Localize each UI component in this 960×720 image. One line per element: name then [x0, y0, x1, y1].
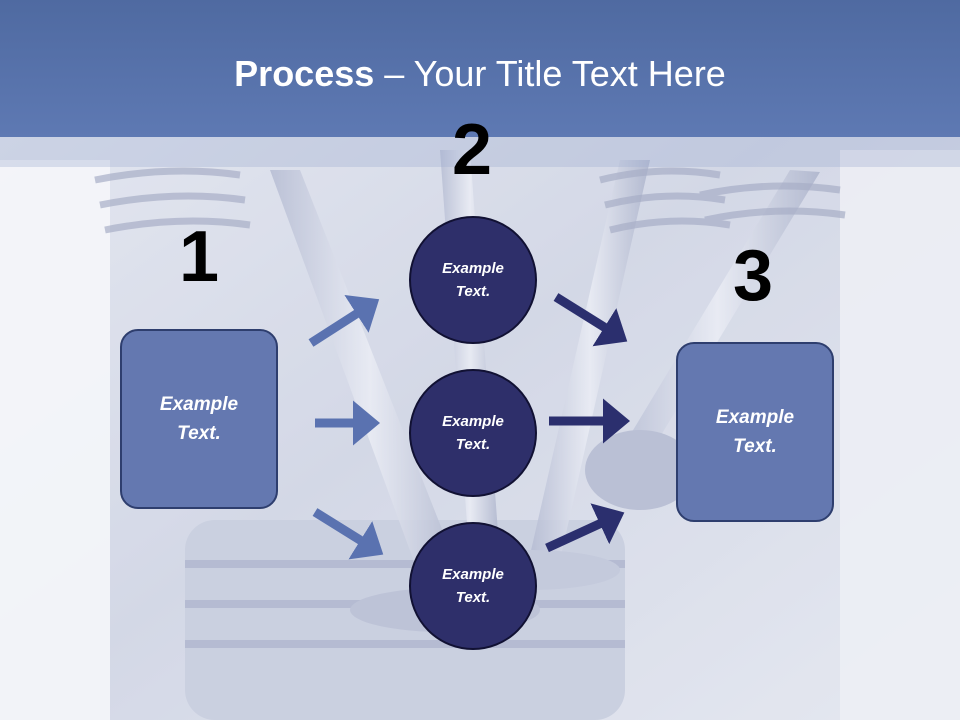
arrow-1-to-2a: [308, 294, 380, 347]
step-1-number: 1: [178, 217, 220, 297]
slide-title: Process – Your Title Text Here: [0, 52, 960, 96]
step-2-circle-3-text: Example Text.: [442, 566, 504, 606]
step-2-circle-2-text: Example Text.: [442, 413, 504, 453]
step-3-number: 3: [732, 236, 774, 316]
step-1-text: Example Text.: [159, 394, 239, 444]
step-2-circle-1-text: Example Text.: [442, 260, 504, 300]
arrow-2a-to-3: [553, 293, 628, 347]
slide-title-bold: Process: [234, 53, 375, 94]
title-band: [0, 137, 960, 167]
step-2-number: 2: [451, 110, 493, 190]
step-1-box: Example Text.: [120, 329, 278, 509]
step-3-box: Example Text.: [676, 342, 834, 522]
step-3-text: Example Text.: [715, 407, 795, 457]
arrow-1-to-2c: [312, 508, 384, 560]
step-2-circle-2: Example Text.: [409, 369, 537, 497]
step-2-circle-1: Example Text.: [409, 216, 537, 344]
arrow-2c-to-3: [545, 503, 625, 553]
title-bar: [0, 0, 960, 137]
slide-title-rest: – Your Title Text Here: [374, 53, 726, 94]
step-2-circle-3: Example Text.: [409, 522, 537, 650]
